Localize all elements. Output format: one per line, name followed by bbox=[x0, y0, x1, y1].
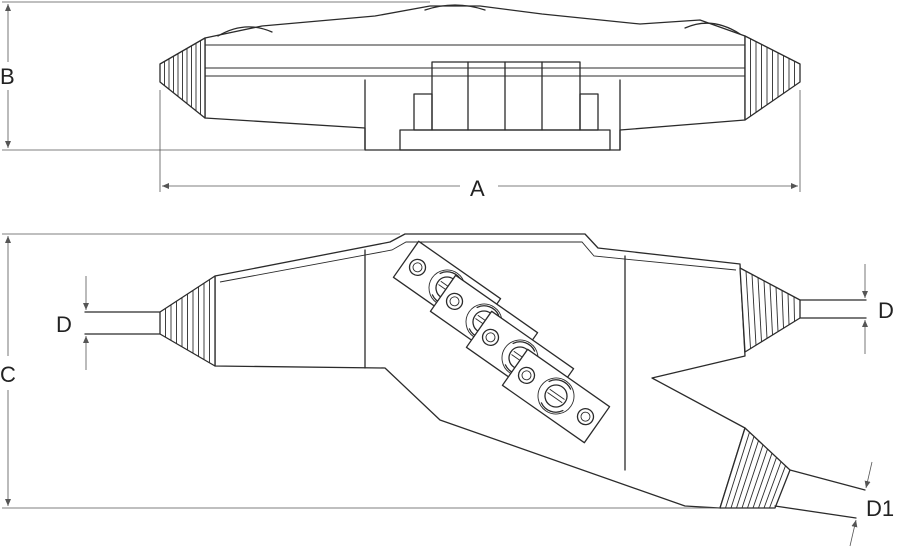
cone-rib bbox=[736, 440, 759, 509]
dimension-c bbox=[2, 233, 720, 509]
cone-rib bbox=[769, 465, 786, 509]
dimension-d-left-label: D bbox=[56, 312, 72, 337]
cone-rib bbox=[775, 287, 779, 332]
plan-view bbox=[84, 233, 867, 519]
terminal-plates bbox=[392, 240, 611, 444]
side-left-cone-ribs bbox=[164, 40, 201, 115]
cone-rib bbox=[745, 271, 751, 349]
cone-rib bbox=[769, 283, 773, 336]
dimension-b-label: B bbox=[0, 64, 15, 89]
cone-rib bbox=[793, 296, 795, 322]
dimension-c-label: C bbox=[0, 362, 16, 387]
dimension-b bbox=[2, 1, 430, 151]
dimension-d1-label: D1 bbox=[866, 496, 894, 521]
cone-rib bbox=[781, 290, 784, 329]
cone-rib bbox=[751, 274, 757, 346]
plan-right-cone-ribs bbox=[745, 271, 795, 349]
dimension-a bbox=[159, 90, 801, 192]
terminal-plate bbox=[501, 348, 611, 444]
cone-rib bbox=[757, 277, 762, 342]
dimension-d-right-label: D bbox=[878, 298, 894, 323]
cone-rib bbox=[787, 293, 790, 325]
dimension-a-label: A bbox=[470, 176, 485, 201]
cone-rib bbox=[763, 461, 782, 509]
side-view bbox=[159, 4, 801, 151]
plan-lower-cone-ribs bbox=[725, 432, 786, 509]
side-right-cone-ribs bbox=[750, 38, 795, 117]
cone-rib bbox=[741, 444, 764, 509]
cone-rib bbox=[725, 432, 750, 509]
cone-rib bbox=[763, 280, 768, 339]
cone-rib bbox=[752, 453, 773, 509]
cone-rib bbox=[747, 448, 768, 509]
dimension-d1 bbox=[849, 461, 873, 547]
cone-rib bbox=[758, 457, 777, 509]
cone-rib bbox=[730, 436, 755, 509]
plan-left-cone-ribs bbox=[165, 279, 210, 363]
